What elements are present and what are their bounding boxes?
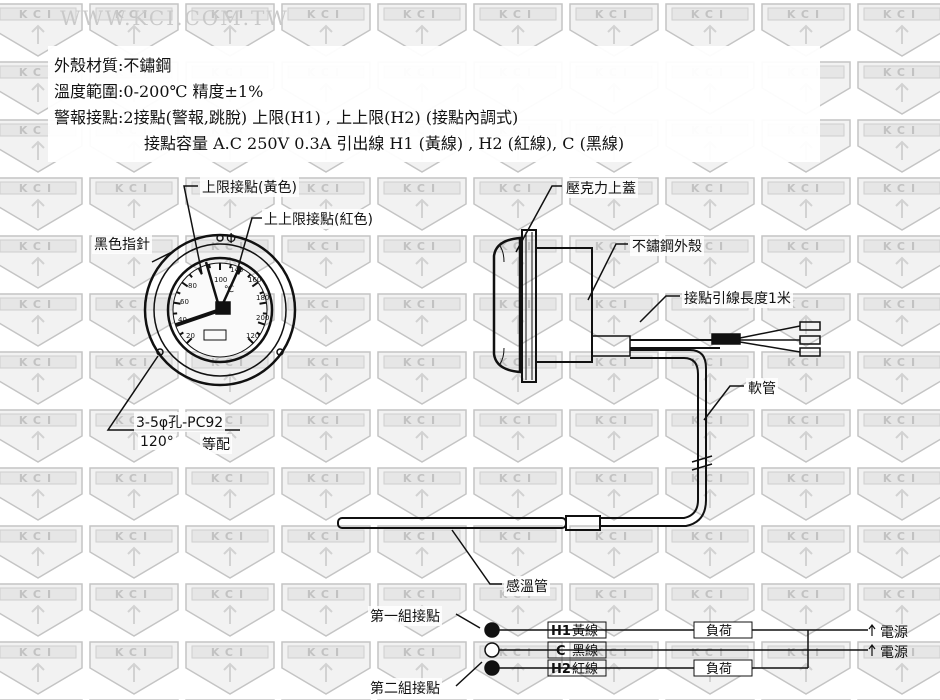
- angle-label: 120°: [138, 434, 176, 450]
- dial-tick: [247, 273, 252, 278]
- group1-contact-label: 第一組接點: [368, 606, 442, 626]
- spec-contact-capacity: 接點容量 A.C 250V 0.3A 引出線 H1 (黃線) , H2 (紅線)…: [144, 134, 625, 153]
- spec-housing-material: 外殼材質:不鏽鋼: [54, 56, 172, 75]
- dial-tick: [181, 281, 189, 288]
- acrylic-cover-label: 壓克力上蓋: [564, 178, 638, 198]
- svg-text:60: 60: [180, 298, 189, 306]
- c-color: 黑線: [572, 643, 598, 659]
- flexible-tube-label: 軟管: [746, 378, 778, 398]
- power-2-label: 電源: [880, 645, 908, 661]
- dial-tick: [251, 281, 259, 288]
- dial-tick: [247, 337, 254, 344]
- h2-tag: H2: [551, 662, 571, 677]
- dial-tick: [186, 337, 193, 344]
- spec-alarm-contacts: 警報接點:2接點(警報,跳脫) 上限(H1) , 上上限(H2) (接點內調式): [54, 108, 519, 127]
- c-tag: C: [556, 644, 566, 659]
- svg-text:100: 100: [214, 276, 227, 284]
- spec-panel: 外殼材質:不鏽鋼 溫度範圍:0-200℃ 精度±1% 警報接點:2接點(警報,跳…: [48, 46, 820, 162]
- lead-length-label: 接點引線長度1米: [682, 288, 793, 308]
- dial-tick: [257, 321, 266, 326]
- h1-color: 黃線: [572, 623, 598, 639]
- power-1-label: 電源: [880, 625, 908, 641]
- dial-logo-box: [203, 329, 227, 341]
- phi-symbol: Φ: [226, 232, 237, 247]
- spec-temp-range: 溫度範圍:0-200℃ 精度±1%: [54, 82, 264, 101]
- load-2-label: 負荷: [706, 662, 732, 677]
- dial-tick: [259, 291, 264, 295]
- h2-color: 紅線: [572, 661, 598, 677]
- load-1-label: 負荷: [706, 624, 732, 639]
- dial-tick: [188, 273, 193, 278]
- sensing-tube-label: 感溫管: [504, 576, 550, 596]
- group2-contact-label: 第二組接點: [368, 678, 442, 698]
- dial-tick: [208, 264, 211, 269]
- black-pointer-label: 黑色指針: [92, 234, 152, 254]
- svg-text:80: 80: [188, 282, 197, 290]
- dial-front-view: [106, 185, 297, 431]
- svg-text:℃: ℃: [224, 285, 234, 295]
- svg-text:140: 140: [230, 266, 243, 274]
- upper-limit-contact-label: 上限接點(黃色): [200, 177, 299, 197]
- mounting-holes-label: 3-5φ孔-PC92: [134, 412, 226, 432]
- dial-tick: [176, 291, 181, 295]
- dial-numbers: 140 160 180 200 120 100 80 60 40 20 ℃: [178, 266, 269, 340]
- dial-tick: [173, 301, 181, 305]
- dial-tick: [179, 331, 184, 336]
- dial-tick: [259, 301, 267, 305]
- dial-tick: [229, 264, 232, 269]
- watermark-url: WWW.KCI.COM.TW: [60, 6, 289, 30]
- svg-text:160: 160: [248, 276, 261, 284]
- svg-text:180: 180: [256, 294, 269, 302]
- dial-tick: [256, 331, 261, 336]
- side-view: [337, 185, 821, 585]
- equal-spacing-label: 等配: [200, 434, 232, 454]
- svg-text:40: 40: [178, 316, 187, 324]
- svg-text:20: 20: [186, 332, 195, 340]
- dial-hub: [215, 301, 231, 315]
- upper-upper-limit-contact-label: 上上限接點(紅色): [262, 209, 375, 229]
- black-pointer: [175, 308, 221, 327]
- svg-text:200: 200: [256, 314, 269, 322]
- h1-tag: H1: [551, 624, 571, 639]
- dial-tick: [237, 267, 243, 275]
- wiring-diagram: [455, 613, 876, 687]
- stainless-housing-label: 不鏽鋼外殼: [630, 236, 704, 256]
- dial-ticks: [173, 263, 267, 344]
- svg-text:120: 120: [246, 332, 259, 340]
